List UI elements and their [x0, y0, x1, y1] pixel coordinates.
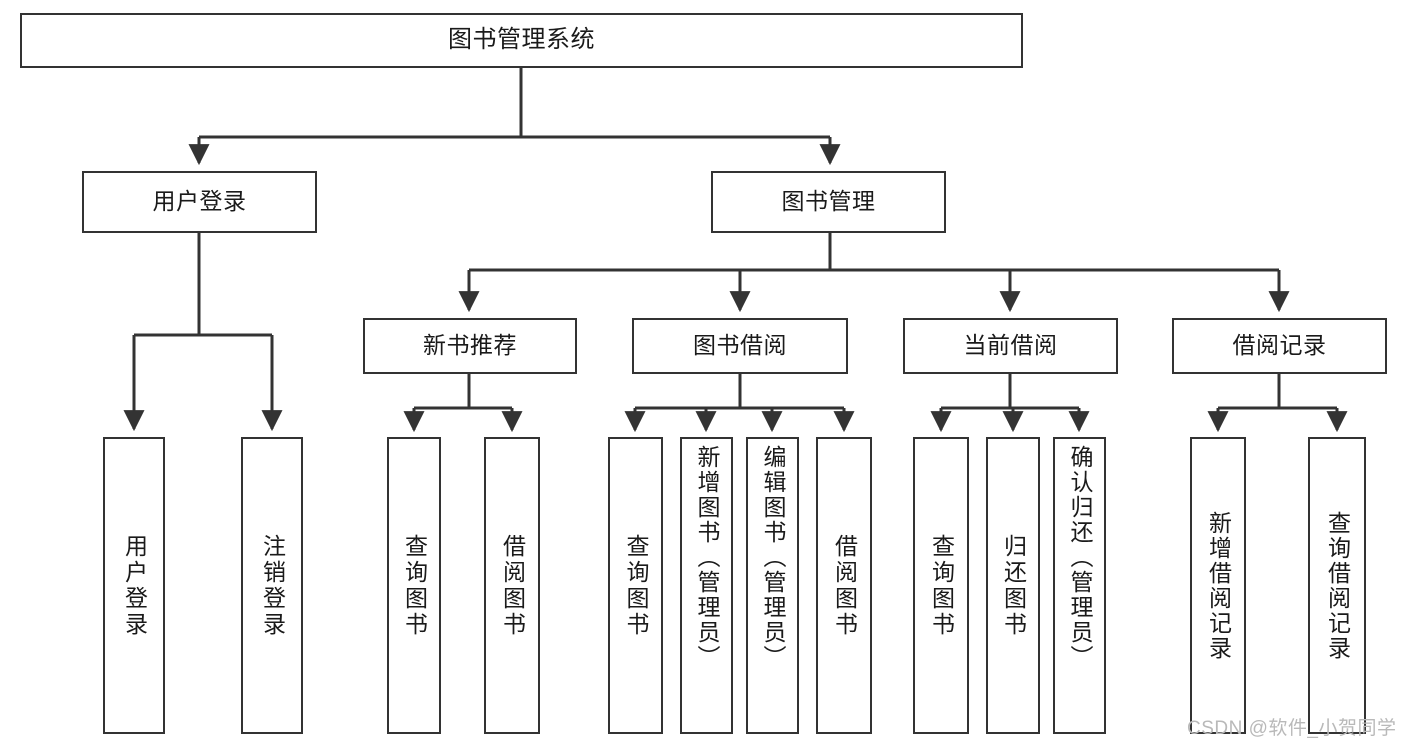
node-leaf-logout[interactable]: 注销登录 [241, 437, 303, 734]
node-book-borrow-label: 图书借阅 [693, 332, 787, 359]
node-leaf-edit-book[interactable]: 编辑图书（管理员） [746, 437, 799, 734]
node-leaf-return-book[interactable]: 归还图书 [986, 437, 1040, 734]
node-root-label: 图书管理系统 [448, 26, 595, 54]
node-leaf-borrow-book-2-label: 借阅图书 [831, 533, 858, 638]
node-current-borrow[interactable]: 当前借阅 [903, 318, 1118, 374]
node-leaf-borrow-book-2[interactable]: 借阅图书 [816, 437, 872, 734]
node-leaf-add-book-label: 新增图书（管理员） [694, 445, 720, 670]
node-leaf-add-book[interactable]: 新增图书（管理员） [680, 437, 733, 734]
node-leaf-edit-book-label: 编辑图书（管理员） [760, 445, 786, 670]
node-borrow-record-label: 借阅记录 [1232, 332, 1327, 359]
node-book-manage-label: 图书管理 [781, 188, 876, 215]
node-leaf-logout-label: 注销登录 [259, 533, 286, 638]
node-new-book-rec-label: 新书推荐 [423, 332, 517, 359]
node-leaf-borrow-book-1[interactable]: 借阅图书 [484, 437, 540, 734]
node-leaf-confirm-return[interactable]: 确认归还（管理员） [1053, 437, 1106, 734]
node-leaf-return-book-label: 归还图书 [1000, 533, 1027, 638]
node-leaf-query-book-1[interactable]: 查询图书 [387, 437, 441, 734]
node-leaf-user-login[interactable]: 用户登录 [103, 437, 165, 734]
node-book-borrow[interactable]: 图书借阅 [632, 318, 848, 374]
node-leaf-confirm-return-label: 确认归还（管理员） [1067, 445, 1093, 670]
node-leaf-add-record[interactable]: 新增借阅记录 [1190, 437, 1246, 734]
node-leaf-borrow-book-1-label: 借阅图书 [499, 533, 526, 638]
node-leaf-query-book-2-label: 查询图书 [623, 533, 649, 638]
node-leaf-query-book-1-label: 查询图书 [401, 533, 428, 638]
node-leaf-query-book-3[interactable]: 查询图书 [913, 437, 969, 734]
node-book-manage[interactable]: 图书管理 [711, 171, 946, 233]
node-leaf-query-record[interactable]: 查询借阅记录 [1308, 437, 1366, 734]
node-borrow-record[interactable]: 借阅记录 [1172, 318, 1387, 374]
node-leaf-query-record-label: 查询借阅记录 [1324, 510, 1351, 661]
node-new-book-rec[interactable]: 新书推荐 [363, 318, 577, 374]
csdn-watermark: CSDN @软件_小贺同学 [1187, 718, 1397, 739]
node-current-borrow-label: 当前借阅 [963, 332, 1058, 359]
node-leaf-query-book-2[interactable]: 查询图书 [608, 437, 663, 734]
node-user-login[interactable]: 用户登录 [82, 171, 317, 233]
node-leaf-user-login-label: 用户登录 [121, 533, 148, 638]
node-leaf-query-book-3-label: 查询图书 [928, 533, 955, 638]
node-leaf-add-record-label: 新增借阅记录 [1205, 510, 1232, 661]
node-root[interactable]: 图书管理系统 [20, 13, 1023, 68]
node-user-login-label: 用户登录 [152, 188, 247, 215]
